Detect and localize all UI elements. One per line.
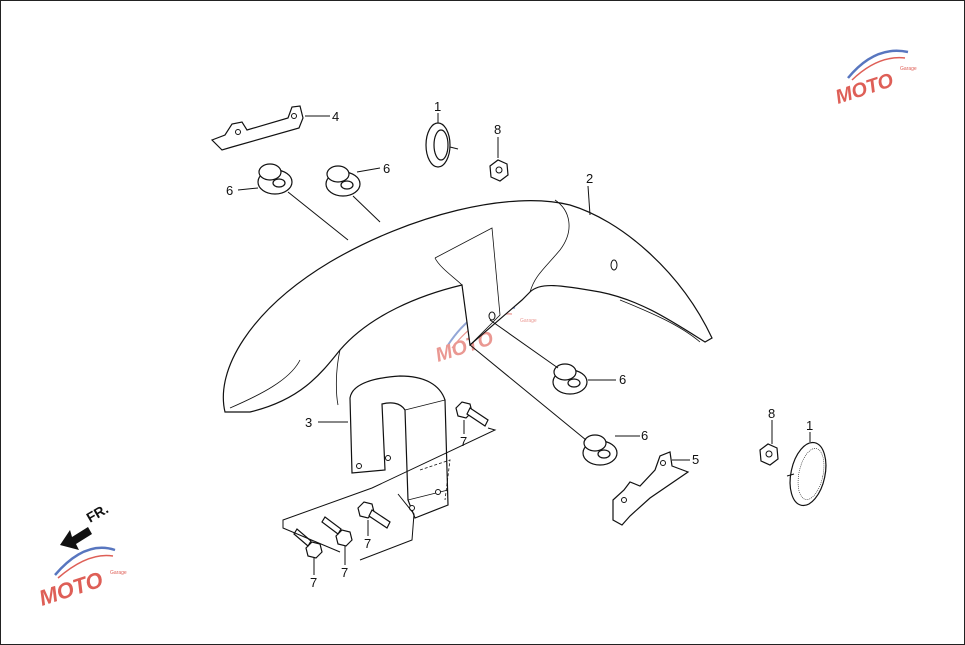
bolt-part-7-d bbox=[293, 528, 323, 559]
callout-7-b: 7 bbox=[364, 536, 371, 551]
callout-6-right-b: 6 bbox=[641, 428, 648, 443]
watermark-brand-text: MOTO bbox=[36, 567, 106, 611]
watermark-brand-text: MOTO bbox=[833, 69, 897, 108]
front-fender-part bbox=[222, 199, 713, 413]
grommet-part-6-top-mid bbox=[325, 165, 361, 197]
callout-7-d: 7 bbox=[310, 575, 317, 590]
callout-1-right: 1 bbox=[806, 418, 813, 433]
watermark-subtitle-text: Garage bbox=[110, 570, 127, 576]
watermark-bottom-left: MOTO Garage bbox=[36, 546, 127, 611]
leader-lines bbox=[237, 113, 811, 575]
callout-3: 3 bbox=[305, 415, 312, 430]
grommet-part-6-top-left bbox=[257, 163, 293, 195]
grommet-part-6-right-a bbox=[552, 363, 588, 395]
callout-6-left: 6 bbox=[226, 183, 233, 198]
bracket-part-5 bbox=[612, 451, 690, 526]
callout-8-top: 8 bbox=[494, 122, 501, 137]
callout-5: 5 bbox=[692, 452, 699, 467]
nut-part-8-top bbox=[489, 159, 509, 182]
bolt-part-7-b bbox=[357, 501, 391, 529]
grommet-part-6-right-b bbox=[582, 434, 618, 466]
nut-part-8-right bbox=[759, 443, 779, 466]
front-direction-label: FR. bbox=[84, 500, 112, 525]
callout-6-right-a: 6 bbox=[619, 372, 626, 387]
fender-brace-part bbox=[349, 375, 449, 519]
callout-7-c: 7 bbox=[341, 565, 348, 580]
watermark-subtitle-text: Garage bbox=[520, 318, 537, 324]
reflector-part-1-right bbox=[786, 441, 827, 507]
callout-2: 2 bbox=[586, 171, 593, 186]
callout-1-top: 1 bbox=[434, 99, 441, 114]
callout-7-a: 7 bbox=[460, 434, 467, 449]
callout-6-mid: 6 bbox=[383, 161, 390, 176]
bolt-part-7-a bbox=[455, 401, 489, 427]
callout-8-right: 8 bbox=[768, 406, 775, 421]
watermark-top-right: MOTO Garage bbox=[833, 49, 917, 109]
front-direction-arrow: FR. bbox=[60, 500, 111, 550]
bolt-part-7-c bbox=[321, 516, 353, 547]
bracket-part-4 bbox=[210, 105, 304, 151]
reflector-part-1-top bbox=[425, 122, 459, 168]
watermark-subtitle-text: Garage bbox=[900, 66, 917, 72]
callout-4: 4 bbox=[332, 109, 339, 124]
